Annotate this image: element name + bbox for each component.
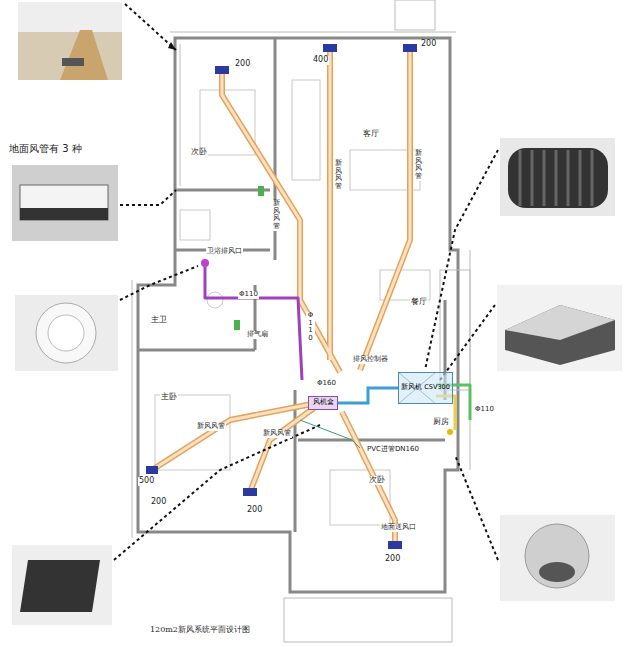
plan-label: 主卫 (150, 316, 168, 325)
plan-label: 次卧 (190, 148, 208, 157)
plan-label: 新风风管 (262, 430, 292, 438)
plan-label: 厨房 (432, 418, 450, 427)
node-text: 风机盒 (313, 399, 334, 406)
plan-label: 地面风管有 3 种 (8, 143, 83, 154)
plan-label: Φ110 (474, 406, 495, 414)
plan-label: 500 (138, 477, 155, 486)
distribution-box: 风机盒 (308, 396, 338, 410)
plan-label: 主卧 (160, 393, 178, 402)
plan-label: Φ110 (238, 291, 259, 299)
plan-label: 400 (312, 56, 329, 65)
plan-label: 地面送风口 (380, 524, 417, 532)
plan-label: 客厅 (362, 130, 380, 139)
duct-connector (338, 388, 398, 403)
plan-label: 200 (150, 498, 167, 507)
duct-label: 新风风管 (334, 160, 343, 191)
plan-label: 餐厅 (410, 298, 428, 307)
plan-label: Φ160 (316, 380, 337, 388)
plan-label: 200 (246, 506, 263, 515)
duct-label: 新风风管 (414, 150, 423, 181)
plan-label: 新风风管 (196, 423, 226, 431)
plan-label: 200 (234, 60, 251, 69)
plan-label: 200 (384, 555, 401, 564)
duct-label: 新风风管 (272, 200, 281, 231)
caption: 120m2新风系统平面设计图 (150, 624, 250, 635)
plan-label: 排气扇 (246, 331, 269, 339)
plan-label: 排风控制器 (352, 356, 389, 364)
plan-label: 200 (420, 40, 437, 49)
fresh-air-unit: 新风机 CSV300 (398, 372, 453, 404)
plan-label: 卫浴排风口 (206, 248, 243, 256)
plan-label: PVC进管DN160 (366, 446, 420, 454)
node-text: 新风机 CSV300 (401, 384, 450, 391)
plan-label: 次卧 (368, 476, 386, 485)
duct-label: Φ110 (306, 312, 315, 343)
